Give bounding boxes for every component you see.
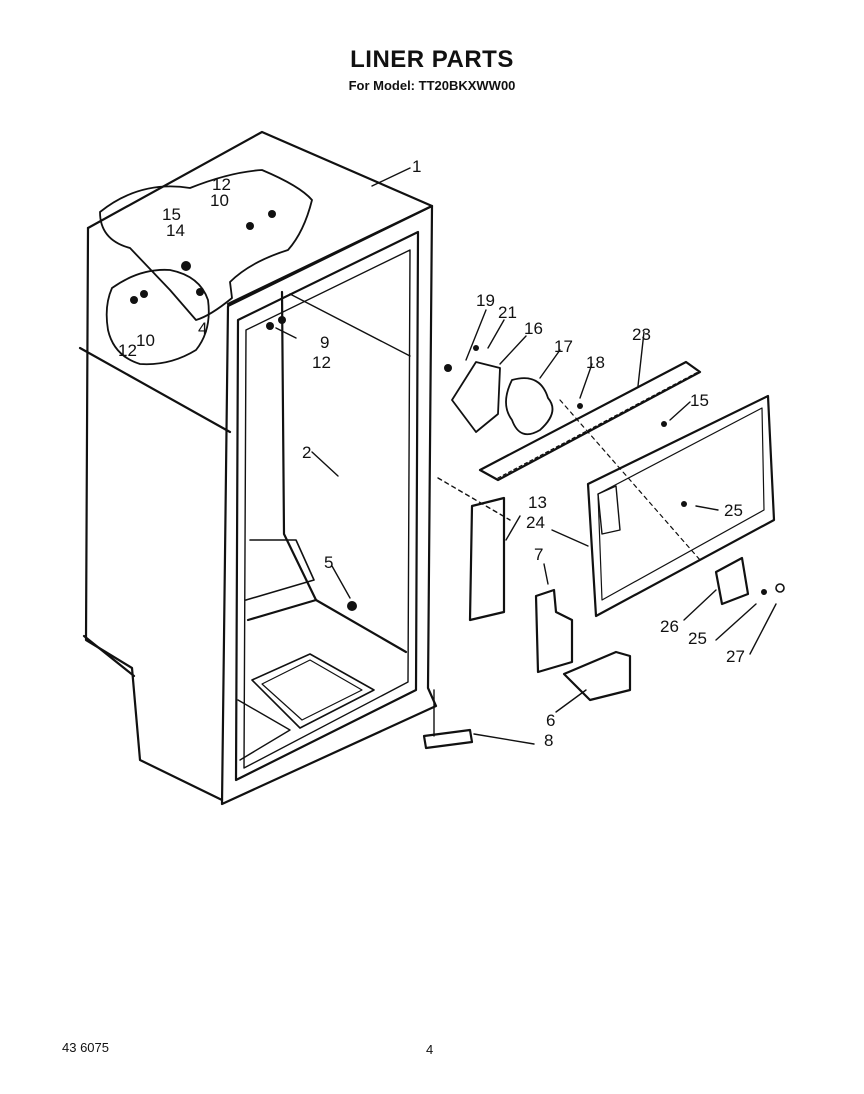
washer xyxy=(775,583,785,593)
screw-marker xyxy=(266,322,274,330)
callout-18: 18 xyxy=(586,353,605,372)
liner-front-frame-outer xyxy=(220,204,438,806)
callout-12: 12 xyxy=(312,353,331,372)
callout-17: 17 xyxy=(554,337,573,356)
callout-14: 14 xyxy=(166,221,185,240)
callout-10: 10 xyxy=(210,191,229,210)
screw-marker xyxy=(761,589,767,595)
cutaway-top-left xyxy=(99,169,313,321)
screw-marker xyxy=(140,290,148,298)
cutaway-left-blob xyxy=(105,268,210,366)
liner-front-frame-inner xyxy=(234,230,420,782)
callout-8: 8 xyxy=(544,731,553,750)
callout-13: 13 xyxy=(528,493,547,512)
callout-25: 25 xyxy=(688,629,707,648)
trim-strip xyxy=(422,728,474,750)
callout-1: 1 xyxy=(412,157,421,176)
callout-4: 4 xyxy=(198,319,207,338)
callout-19: 19 xyxy=(476,291,495,310)
callout-7: 7 xyxy=(534,545,543,564)
fan-blade xyxy=(505,377,554,436)
screw-marker xyxy=(181,261,191,271)
screw-marker xyxy=(577,403,583,409)
cabinet-top-outline xyxy=(86,130,434,306)
screw-marker xyxy=(661,421,667,427)
screw-marker xyxy=(278,316,286,324)
screw-marker xyxy=(347,601,357,611)
cover-plate xyxy=(714,556,750,606)
callout-2: 2 xyxy=(302,443,311,462)
callout-9: 9 xyxy=(320,333,329,352)
callout-15: 15 xyxy=(162,205,181,224)
cabinet-back-bulge xyxy=(78,346,232,434)
callout-16: 16 xyxy=(524,319,543,338)
callout-12: 12 xyxy=(212,175,231,194)
callout-25: 25 xyxy=(724,501,743,520)
screw-marker xyxy=(246,222,254,230)
screw-marker xyxy=(473,345,479,351)
callout-21: 21 xyxy=(498,303,517,322)
callout-12: 12 xyxy=(118,341,137,360)
duct-plate xyxy=(534,588,574,674)
evaporator-cover-panel xyxy=(586,394,776,618)
screw-marker xyxy=(130,296,138,304)
evaporator-cover-bar xyxy=(478,360,702,482)
callout-6: 6 xyxy=(546,711,555,730)
callout-26: 26 xyxy=(660,617,679,636)
callout-27: 27 xyxy=(726,647,745,666)
model-subtitle: For Model: TT20BKXWW00 xyxy=(348,78,516,93)
callout-23: 23 xyxy=(632,325,651,344)
callout-24: 24 xyxy=(526,513,545,532)
callout-10: 10 xyxy=(136,331,155,350)
callout-15: 15 xyxy=(690,391,709,410)
mounting-bracket xyxy=(562,650,632,702)
page-number: 4 xyxy=(426,1042,434,1057)
screw-marker xyxy=(681,501,687,507)
screw-marker xyxy=(268,210,276,218)
screw-marker xyxy=(196,288,204,296)
cabinet-left-side xyxy=(84,226,224,802)
screw-marker xyxy=(444,364,452,372)
callout-5: 5 xyxy=(324,553,333,572)
page-title: LINER PARTS xyxy=(350,46,514,73)
baffle-plate xyxy=(468,496,506,622)
document-number: 43 6075 xyxy=(62,1040,109,1055)
fan-motor-bracket xyxy=(451,361,501,433)
